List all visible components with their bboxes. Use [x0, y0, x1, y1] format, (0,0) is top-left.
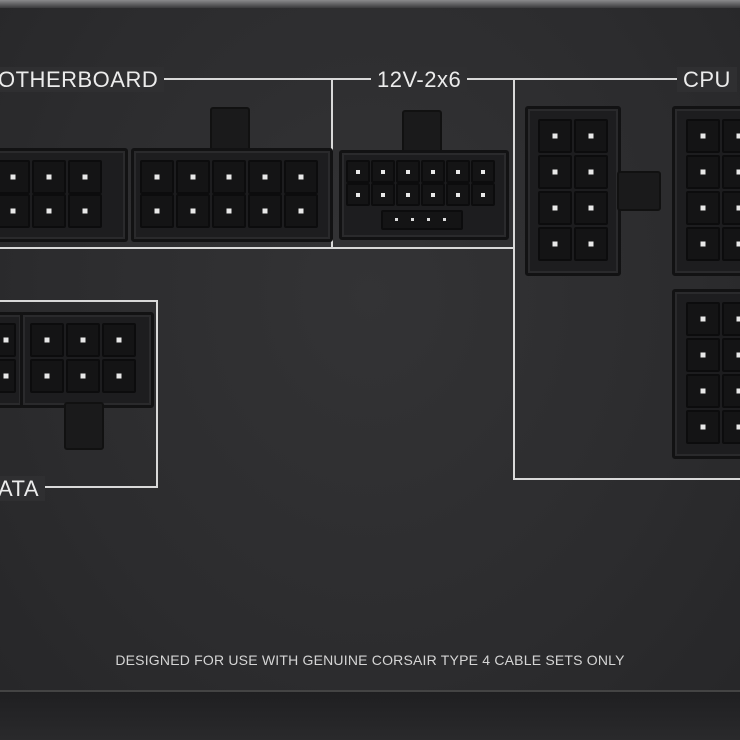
twelve-v-pin	[421, 183, 445, 206]
cpu-pin	[722, 119, 740, 153]
twelve-v-pin	[346, 183, 370, 206]
motherboard-pin	[284, 194, 318, 228]
twelve-v-label: 12V-2x6	[371, 67, 468, 92]
motherboard-pin	[176, 160, 210, 194]
cpu-pin	[722, 338, 740, 372]
sata-pin	[66, 323, 100, 357]
motherboard-pin	[248, 194, 282, 228]
motherboard-label: OTHERBOARD	[0, 67, 165, 92]
motherboard-pin	[0, 194, 30, 228]
motherboard-bottom-line	[0, 247, 515, 249]
twelve-v-pin	[346, 160, 370, 183]
sata-pin	[30, 323, 64, 357]
twelve-v-pin	[471, 183, 495, 206]
motherboard-pin	[248, 160, 282, 194]
twelve-v-sense-pins	[381, 210, 463, 230]
motherboard-pin	[176, 194, 210, 228]
cpu-pin	[538, 227, 572, 261]
cpu-pin	[686, 227, 720, 261]
cpu-pin	[722, 302, 740, 336]
twelve-v-pin	[396, 160, 420, 183]
motherboard-pin	[212, 194, 246, 228]
cpu-pin	[722, 191, 740, 225]
sata-pin	[66, 359, 100, 393]
cpu-pin	[686, 410, 720, 444]
motherboard-pin	[68, 160, 102, 194]
motherboard-pin	[68, 194, 102, 228]
sata-pin	[30, 359, 64, 393]
sata-connector-latch	[64, 402, 104, 450]
sata-pin	[0, 359, 16, 393]
cpu-pin	[538, 191, 572, 225]
sata-label: ATA	[0, 476, 46, 501]
cpu-pin	[686, 338, 720, 372]
twelve-v-pin	[371, 183, 395, 206]
cpu-pin	[574, 155, 608, 189]
cpu-pin	[722, 227, 740, 261]
cpu-bottom-line	[513, 478, 740, 480]
motherboard-top-line	[150, 78, 516, 80]
cpu-pin	[686, 191, 720, 225]
cpu-top-line	[513, 78, 683, 80]
cpu-pin	[722, 155, 740, 189]
top-bezel	[0, 0, 740, 8]
cpu-pin	[686, 374, 720, 408]
sata-pin	[0, 323, 16, 357]
motherboard-pin	[140, 194, 174, 228]
twelve-v-pin	[421, 160, 445, 183]
cpu-left-line	[513, 78, 515, 480]
sata-pin	[102, 323, 136, 357]
cpu-pin	[722, 410, 740, 444]
cpu-pin	[574, 191, 608, 225]
motherboard-pin	[212, 160, 246, 194]
twelve-v-pin	[446, 160, 470, 183]
sata-pin	[102, 359, 136, 393]
sata-top-line	[0, 300, 158, 302]
sata-right-line	[156, 300, 158, 488]
cpu-label: CPU	[677, 67, 737, 92]
motherboard-pin	[32, 160, 66, 194]
motherboard-pin	[284, 160, 318, 194]
twelve-v-pin	[396, 183, 420, 206]
cpu-pin	[574, 227, 608, 261]
motherboard-pin	[32, 194, 66, 228]
cpu-pin	[574, 119, 608, 153]
cpu-pin	[538, 119, 572, 153]
motherboard-pin	[0, 160, 30, 194]
twelve-v-pin	[471, 160, 495, 183]
cpu-pin	[722, 374, 740, 408]
twelve-v-pin	[371, 160, 395, 183]
motherboard-pin	[140, 160, 174, 194]
twelve-v-pin	[446, 183, 470, 206]
cpu-pin	[686, 302, 720, 336]
footer-notice: DESIGNED FOR USE WITH GENUINE CORSAIR TY…	[115, 652, 625, 668]
cpu-pin	[538, 155, 572, 189]
cpu-connector-1-latch	[617, 171, 661, 211]
cpu-pin	[686, 119, 720, 153]
cpu-pin	[686, 155, 720, 189]
bottom-bezel	[0, 690, 740, 740]
sata-bottom-line	[38, 486, 158, 488]
